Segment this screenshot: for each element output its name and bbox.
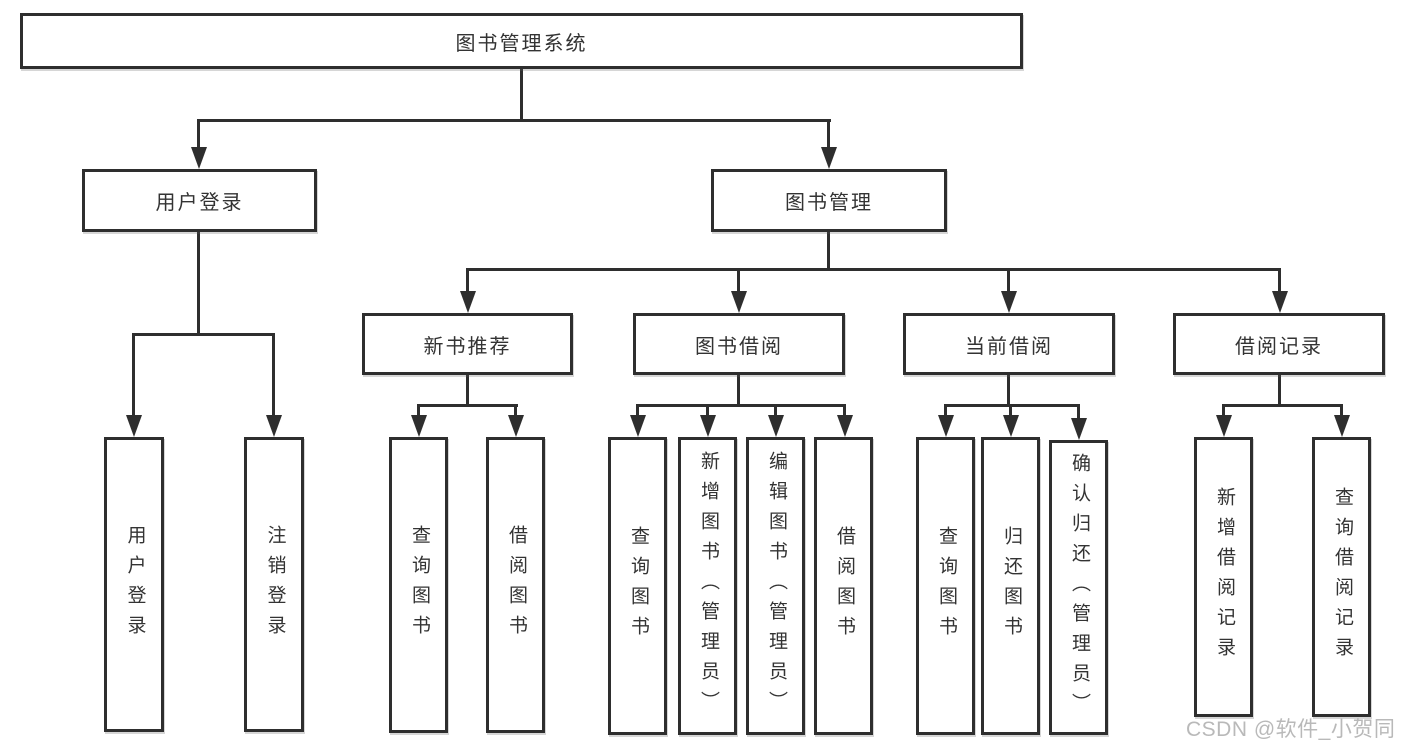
connector-line bbox=[1278, 268, 1281, 294]
node-borrow-books: 借阅图书 bbox=[486, 437, 545, 733]
node-query-books: 查询图书 bbox=[916, 437, 975, 735]
node-edit-book-admin: 编辑图书（管理员） bbox=[746, 437, 805, 735]
node-label: 新书推荐 bbox=[423, 335, 512, 358]
arrow-down-icon bbox=[837, 415, 853, 437]
arrow-down-icon bbox=[1334, 415, 1350, 437]
connector-line bbox=[466, 375, 469, 407]
connector-line bbox=[944, 404, 1080, 407]
node-label: 编辑图书（管理员） bbox=[765, 451, 787, 721]
connector-line bbox=[417, 404, 518, 407]
node-logout-action: 注销登录 bbox=[244, 437, 304, 732]
arrow-down-icon bbox=[1071, 418, 1087, 440]
connector-line bbox=[1278, 375, 1281, 407]
node-label: 注销登录 bbox=[264, 524, 286, 645]
node-label: 当前借阅 bbox=[965, 335, 1053, 358]
node-library-system: 图书管理系统 bbox=[20, 13, 1023, 69]
connector-line bbox=[1009, 404, 1012, 418]
node-label: 图书管理 bbox=[785, 192, 873, 214]
connector-line bbox=[197, 232, 200, 336]
arrow-down-icon bbox=[1272, 291, 1288, 313]
connector-line bbox=[417, 404, 420, 418]
connector-line bbox=[466, 268, 1281, 271]
connector-line bbox=[466, 268, 469, 294]
node-add-book-admin: 新增图书（管理员） bbox=[678, 437, 737, 735]
node-label: 查询图书 bbox=[627, 526, 649, 646]
connector-line bbox=[843, 404, 846, 418]
connector-line bbox=[636, 404, 639, 418]
connector-line bbox=[1007, 268, 1010, 294]
connector-line bbox=[827, 119, 830, 151]
node-book-borrow: 图书借阅 bbox=[633, 313, 845, 375]
arrow-down-icon bbox=[768, 415, 784, 437]
arrow-down-icon bbox=[460, 291, 476, 313]
connector-line bbox=[198, 119, 831, 122]
connector-line bbox=[514, 404, 517, 418]
connector-line bbox=[1077, 404, 1080, 418]
node-query-borrow-record: 查询借阅记录 bbox=[1312, 437, 1371, 717]
arrow-down-icon bbox=[1001, 291, 1017, 313]
csdn-watermark: CSDN @软件_小贺同学 bbox=[1186, 718, 1396, 741]
node-label: 查询图书 bbox=[935, 526, 957, 646]
node-label: 图书借阅 bbox=[695, 335, 783, 358]
arrow-down-icon bbox=[731, 291, 747, 313]
connector-line bbox=[774, 404, 777, 418]
connector-line bbox=[197, 119, 200, 151]
connector-line bbox=[132, 333, 275, 336]
node-query-books: 查询图书 bbox=[608, 437, 667, 735]
connector-line bbox=[1222, 404, 1225, 418]
node-label: 查询借阅记录 bbox=[1331, 487, 1353, 667]
node-add-borrow-record: 新增借阅记录 bbox=[1194, 437, 1253, 717]
connector-line bbox=[1340, 404, 1343, 418]
connector-line bbox=[520, 69, 523, 120]
connector-line bbox=[636, 404, 846, 407]
connector-line bbox=[737, 375, 740, 407]
node-confirm-return-admin: 确认归还（管理员） bbox=[1049, 440, 1108, 735]
connector-line bbox=[132, 333, 135, 418]
node-user-login: 用户登录 bbox=[82, 169, 317, 232]
arrow-down-icon bbox=[266, 415, 282, 437]
node-label: 查询图书 bbox=[408, 525, 430, 645]
arrow-down-icon bbox=[938, 415, 954, 437]
node-label: 借阅记录 bbox=[1235, 335, 1323, 358]
node-current-borrow: 当前借阅 bbox=[903, 313, 1115, 375]
arrow-down-icon bbox=[126, 415, 142, 437]
connector-line bbox=[737, 268, 740, 294]
arrow-down-icon bbox=[821, 147, 837, 169]
node-query-books: 查询图书 bbox=[389, 437, 448, 733]
connector-line bbox=[706, 404, 709, 418]
connector-line bbox=[944, 404, 947, 418]
node-return-book: 归还图书 bbox=[981, 437, 1040, 735]
node-label: 归还图书 bbox=[1000, 526, 1022, 646]
arrow-down-icon bbox=[191, 147, 207, 169]
arrow-down-icon bbox=[411, 415, 427, 437]
node-book-management: 图书管理 bbox=[711, 169, 947, 232]
arrow-down-icon bbox=[508, 415, 524, 437]
node-label: 确认归还（管理员） bbox=[1068, 452, 1090, 723]
node-label: 借阅图书 bbox=[505, 525, 527, 645]
node-new-book-recommend: 新书推荐 bbox=[362, 313, 573, 375]
node-borrow-books: 借阅图书 bbox=[814, 437, 873, 735]
node-label: 用户登录 bbox=[124, 524, 146, 645]
connector-line bbox=[1007, 375, 1010, 407]
connector-line bbox=[272, 333, 275, 418]
node-label: 新增图书（管理员） bbox=[697, 451, 719, 721]
connector-line bbox=[1222, 404, 1343, 407]
node-label: 借阅图书 bbox=[833, 526, 855, 646]
node-borrow-records: 借阅记录 bbox=[1173, 313, 1385, 375]
arrow-down-icon bbox=[1216, 415, 1232, 437]
arrow-down-icon bbox=[630, 415, 646, 437]
node-label: 用户登录 bbox=[155, 192, 244, 214]
arrow-down-icon bbox=[1003, 415, 1019, 437]
connector-line bbox=[827, 232, 830, 271]
node-label: 图书管理系统 bbox=[455, 32, 588, 55]
node-label: 新增借阅记录 bbox=[1213, 487, 1235, 667]
arrow-down-icon bbox=[700, 415, 716, 437]
node-user-login-action: 用户登录 bbox=[104, 437, 164, 732]
